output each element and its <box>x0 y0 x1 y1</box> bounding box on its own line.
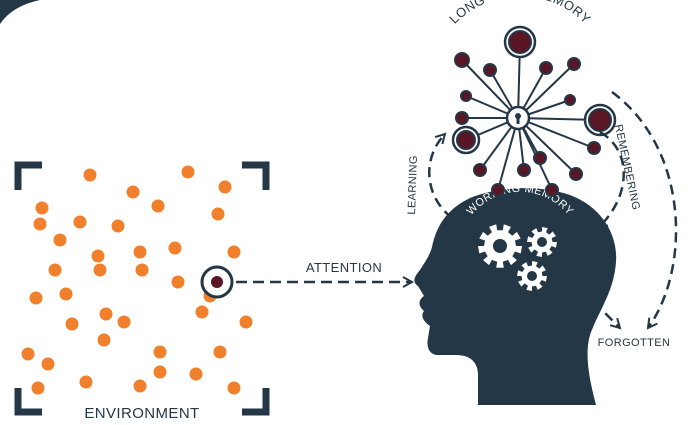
environment-dot <box>133 245 147 259</box>
frame-corner-top-left <box>14 161 42 190</box>
environment-dot <box>213 345 227 359</box>
frame-corner-bottom-left <box>14 388 42 416</box>
environment-dots <box>21 165 253 395</box>
environment-dot <box>195 305 209 319</box>
environment-dot <box>239 315 253 329</box>
frame-corner-top-right <box>242 161 270 190</box>
memory-link <box>497 117 519 191</box>
learning-label: LEARNING <box>406 155 420 215</box>
environment-dot <box>79 375 93 389</box>
corner-decoration <box>0 0 40 24</box>
environment-dot <box>227 381 241 395</box>
environment-dot <box>73 215 87 229</box>
environment-dot <box>31 381 45 395</box>
keyhole-icon <box>515 113 521 124</box>
environment-dot <box>93 263 107 277</box>
environment-dot <box>168 241 182 255</box>
environment-dot <box>171 275 185 289</box>
memory-node <box>539 61 553 75</box>
forgetting-arrow-working <box>559 267 620 328</box>
memory-link <box>517 117 577 175</box>
environment-dot <box>153 345 167 359</box>
forgotten-label: FORGOTTEN <box>598 337 671 349</box>
memory-node <box>460 90 472 102</box>
memory-node <box>564 94 576 106</box>
gear-icon <box>517 261 547 291</box>
long-term-memory-label: LONG-TERM MEMORY <box>446 0 594 27</box>
environment-dot <box>29 291 43 305</box>
environment-dot <box>33 217 47 231</box>
memory-link <box>517 63 575 119</box>
environment-label: ENVIRONMENT <box>84 405 199 422</box>
environment-dot <box>153 365 167 379</box>
memory-node <box>483 63 497 77</box>
attended-item <box>200 265 234 299</box>
forgetting-arrow-long-term <box>611 90 678 328</box>
memory-node <box>491 183 505 197</box>
attention-label: ATTENTION <box>306 260 382 275</box>
environment-dot <box>135 263 149 277</box>
environment-dot <box>59 287 73 301</box>
memory-node <box>545 183 559 197</box>
environment-dot <box>83 168 97 182</box>
environment-dot <box>48 263 62 277</box>
environment-dot <box>117 315 131 329</box>
gear-icon <box>478 224 522 268</box>
long-term-memory-network <box>451 25 617 197</box>
gears <box>478 224 557 291</box>
memory-node <box>508 30 532 54</box>
memory-link <box>461 59 519 119</box>
memory-node <box>567 57 581 71</box>
memory-node <box>587 141 601 155</box>
attended-item-dot <box>211 276 223 288</box>
memory-link <box>517 117 595 149</box>
learning-arrow <box>427 134 453 219</box>
environment-dot <box>111 219 125 233</box>
environment-dot <box>211 207 225 221</box>
environment-dot <box>91 249 105 263</box>
environment-dot <box>218 180 232 194</box>
memory-node <box>455 111 469 125</box>
memory-node <box>454 52 470 68</box>
frame-corner-bottom-right <box>242 388 270 416</box>
environment-dot <box>21 347 35 361</box>
environment-dot <box>53 233 67 247</box>
head-silhouette <box>414 188 617 405</box>
environment-dot <box>151 199 165 213</box>
environment-dot <box>35 201 49 215</box>
memory-node <box>473 163 487 177</box>
memory-node <box>533 151 547 165</box>
environment-dot <box>99 307 113 321</box>
memory-node <box>588 108 612 132</box>
environment-dot <box>133 379 147 393</box>
environment-dot <box>227 245 241 259</box>
environment-dot <box>65 317 79 331</box>
memory-node <box>517 163 531 177</box>
environment-dot <box>97 333 111 347</box>
gear-icon <box>527 227 557 257</box>
environment-dot <box>189 367 203 381</box>
remembering-arrow <box>598 130 625 228</box>
remembering-label: REMEMBERING <box>612 123 642 211</box>
environment-frame <box>14 161 270 416</box>
environment-dot <box>181 165 195 179</box>
memory-node <box>456 130 476 150</box>
environment-dot <box>126 185 140 199</box>
environment-dot <box>41 357 55 371</box>
memory-node <box>569 167 583 181</box>
